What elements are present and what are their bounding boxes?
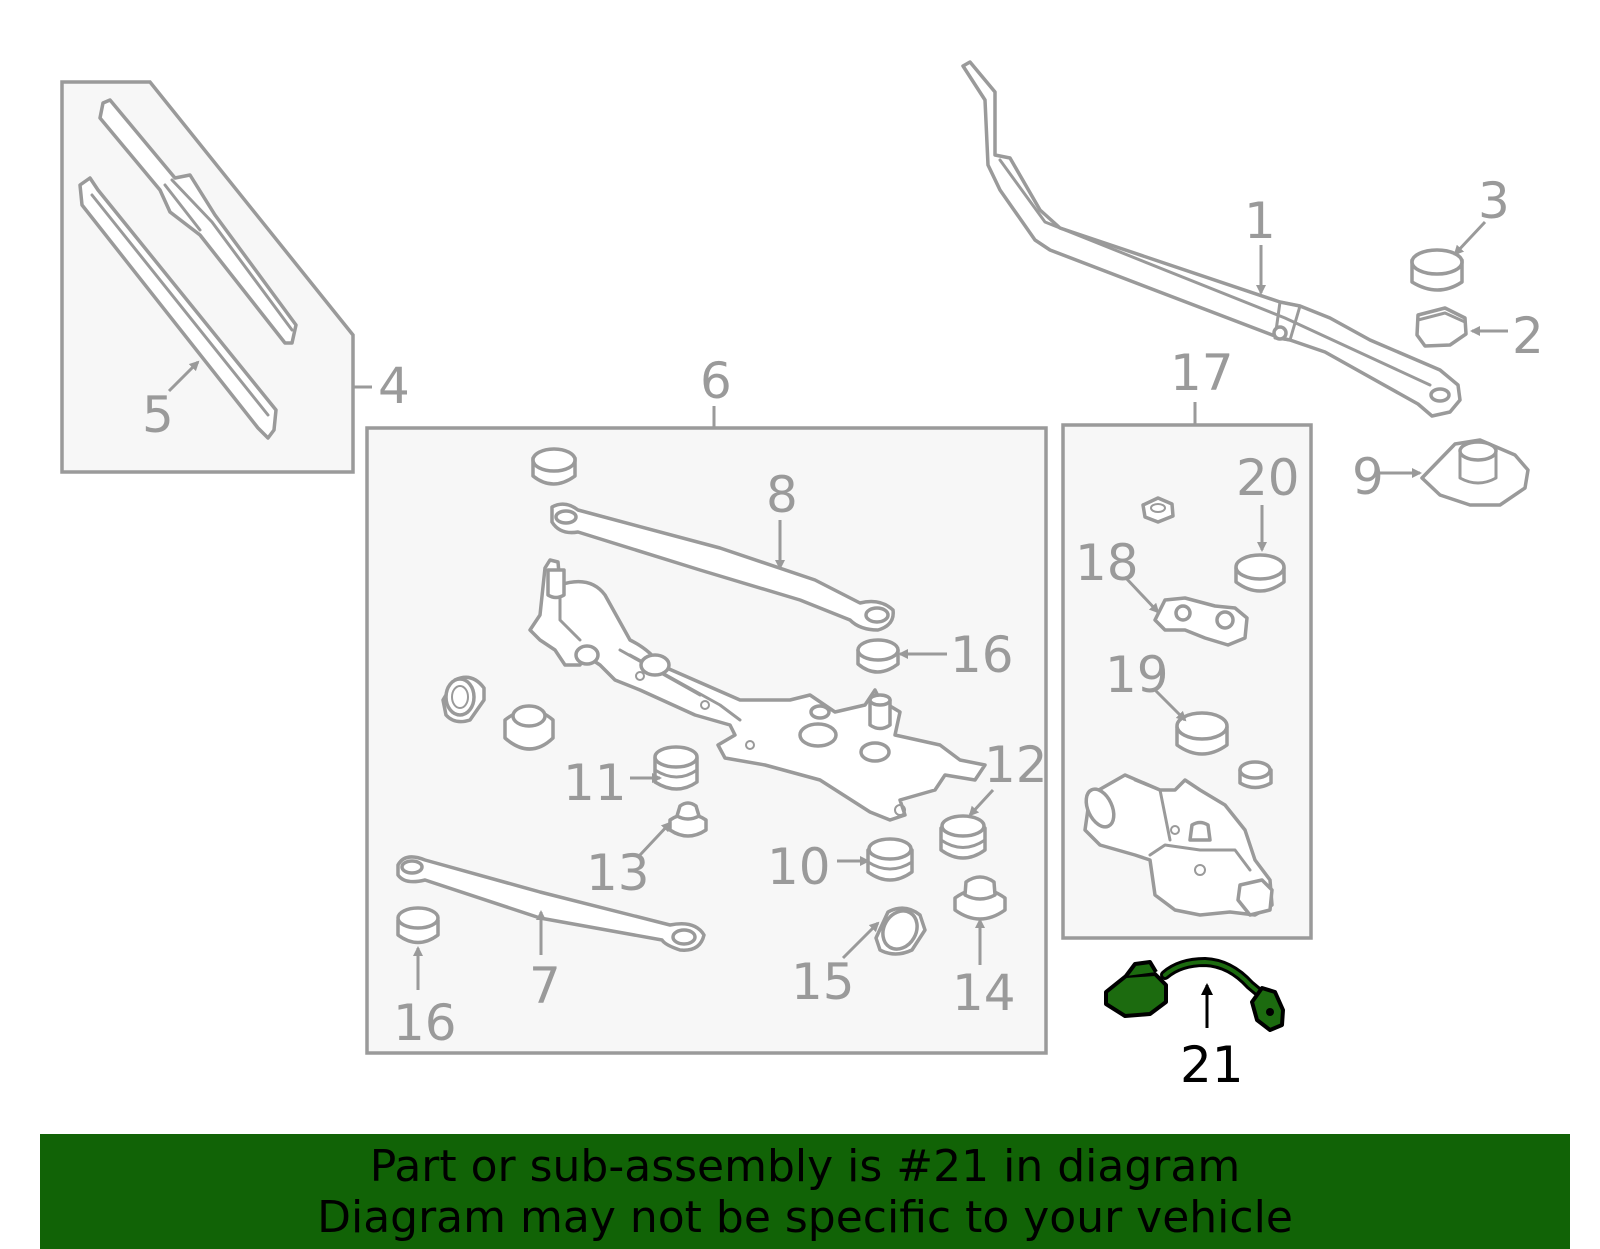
callout-17: 17 [1170, 344, 1234, 402]
callout-13: 13 [586, 844, 650, 902]
pivot-cover[interactable] [1420, 438, 1530, 507]
callout-16-lower: 16 [393, 994, 457, 1052]
callout-1: 1 [1244, 192, 1276, 250]
linkage-frame[interactable] [528, 558, 987, 822]
arm-cap[interactable] [1410, 248, 1464, 292]
callout-4: 4 [378, 357, 410, 415]
seal-19[interactable] [1175, 711, 1229, 756]
bushing-15[interactable] [874, 905, 927, 956]
motor-small-cap[interactable] [1238, 760, 1273, 790]
callout-16-upper: 16 [950, 626, 1014, 684]
wiper-motor[interactable] [1081, 773, 1274, 917]
grommet-top[interactable] [531, 447, 577, 486]
callout-8: 8 [766, 466, 798, 524]
grommet-16-upper[interactable] [856, 638, 900, 674]
bushing-10[interactable] [866, 837, 914, 882]
callout-7: 7 [529, 957, 561, 1015]
callout-14: 14 [952, 964, 1016, 1022]
callout-21: 21 [1180, 1036, 1244, 1094]
callout-20: 20 [1236, 449, 1300, 507]
callout-9: 9 [1352, 448, 1384, 506]
bushing-14[interactable] [953, 875, 1007, 921]
crank-arm-18[interactable] [1153, 596, 1249, 647]
motor-nut[interactable] [1141, 496, 1175, 524]
grommet-16-lower[interactable] [396, 906, 440, 945]
wiper-blade-assembly[interactable] [60, 80, 355, 474]
callout-2: 2 [1512, 307, 1544, 365]
bushing-12[interactable] [939, 814, 987, 860]
callout-19: 19 [1105, 646, 1169, 704]
callout-6: 6 [700, 352, 732, 410]
wiper-arm[interactable] [961, 60, 1462, 418]
cap-20[interactable] [1234, 553, 1286, 593]
callout-15: 15 [791, 953, 855, 1011]
callout-3: 3 [1478, 172, 1510, 230]
drive-rod-8[interactable] [550, 502, 895, 632]
bushing-left-a[interactable] [441, 675, 486, 724]
bushing-left-b[interactable] [503, 704, 555, 751]
info-banner: Part or sub-assembly is #21 in diagram D… [40, 1134, 1570, 1249]
callout-10: 10 [767, 838, 831, 896]
bushing-13[interactable] [668, 801, 708, 838]
bushing-11[interactable] [653, 745, 699, 791]
callout-5: 5 [142, 386, 174, 444]
callout-12: 12 [984, 736, 1048, 794]
banner-line-2: Diagram may not be specific to your vehi… [317, 1192, 1293, 1243]
drive-rod-7[interactable] [396, 855, 706, 952]
linkage-box [365, 426, 1048, 1055]
arm-nut[interactable] [1415, 306, 1468, 348]
banner-line-1: Part or sub-assembly is #21 in diagram [369, 1141, 1241, 1192]
callout-11: 11 [563, 754, 627, 812]
wire-harness-21[interactable] [1104, 956, 1285, 1032]
callout-18: 18 [1075, 534, 1139, 592]
